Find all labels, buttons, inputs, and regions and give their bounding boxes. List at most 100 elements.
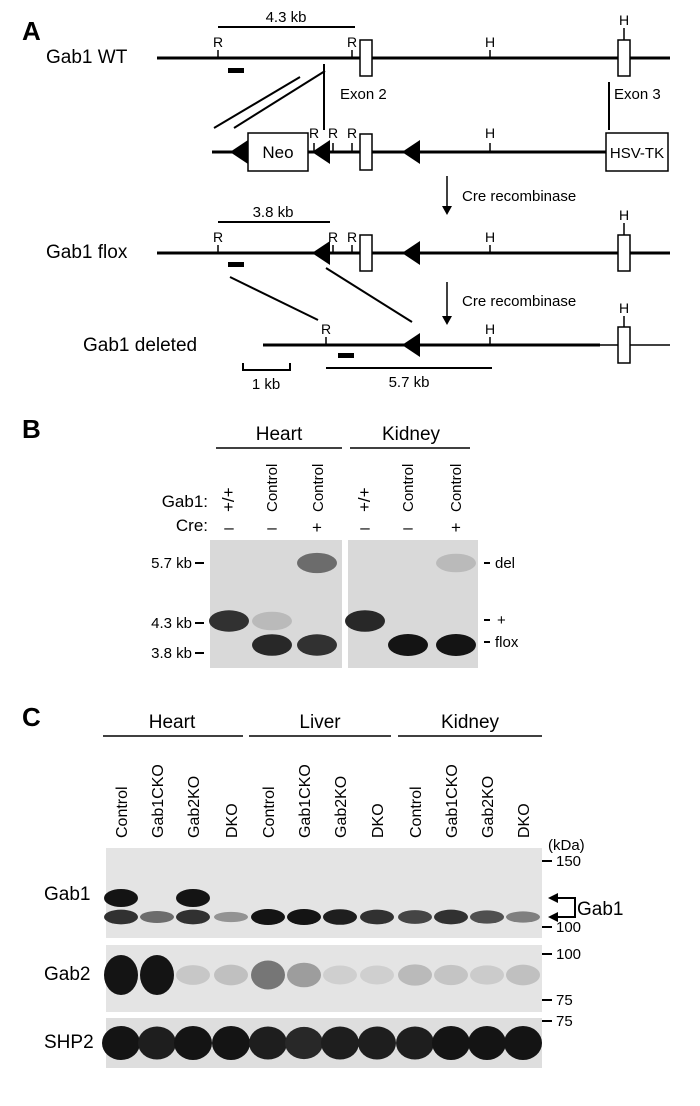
lane-label-4: DKO (224, 803, 241, 838)
marker-label-5-7kb: 5.7 kb (151, 555, 192, 572)
cre-arrow-2-head (442, 316, 452, 325)
marker-label-4-3kb: 4.3 kb (151, 615, 192, 632)
gab1-lower-band-lane-4 (214, 911, 248, 923)
lane-label-11: Gab2KO (480, 776, 497, 838)
southern-band-lane-2-4-3kb (252, 611, 292, 631)
deleted-site-r1-label: R (321, 321, 331, 337)
panel-c-letter: C (22, 702, 41, 732)
gab2-band-lane-8 (360, 965, 394, 985)
shp2-band-lane-8 (358, 1026, 396, 1060)
panel-c: C Heart Liver Kidney Control Gab1CKO Gab2K… (22, 702, 623, 1068)
lane-label-7: Gab2KO (333, 776, 350, 838)
lane-label-8: DKO (370, 803, 387, 838)
gab2-band-lane-3 (176, 965, 210, 985)
wt-probe-bar (228, 68, 244, 73)
genotype-label-6: Control (448, 464, 465, 512)
gab2-band-lane-12 (506, 964, 540, 986)
tissue-label-kidney: Kidney (382, 424, 441, 445)
shp2-band-lane-2 (138, 1026, 176, 1060)
wt-exon3-box (617, 39, 631, 77)
shp2-band-lane-9 (396, 1026, 434, 1060)
genotype-label-4: +/+ (355, 487, 374, 512)
cre-label-lane-3: + (312, 518, 322, 537)
southern-band-lane-6-3-8kb (436, 634, 476, 656)
wt-fragment-size: 4.3 kb (266, 9, 307, 26)
gab1-lower-band-lane-5 (251, 909, 285, 925)
cre-label-lane-4: – (360, 518, 370, 537)
panel-a-letter: A (22, 16, 41, 46)
marker-label-150: 150 (556, 853, 581, 870)
marker-label-75-gab2: 75 (556, 992, 573, 1009)
panel-b-letter: B (22, 414, 41, 444)
deleted-site-h2-label: H (619, 300, 629, 316)
shp2-band-lane-1 (102, 1026, 140, 1060)
vector-site-r3-label: R (347, 125, 357, 141)
flox-site-h1-label: H (485, 229, 495, 245)
wt-site-r2-label: R (347, 34, 357, 50)
lane-label-5: Control (261, 786, 278, 838)
tissue-label-heart-c: Heart (149, 712, 196, 733)
southern-band-lane-3-5-7kb (297, 552, 337, 574)
lane-label-12: DKO (516, 803, 533, 838)
lane-label-1: Control (114, 786, 131, 838)
southern-band-lane-3-3-8kb (297, 634, 337, 656)
deletion-line-1 (229, 276, 319, 321)
cre-label-lane-5: – (403, 518, 413, 537)
lane-label-9: Control (408, 786, 425, 838)
targeting-cross-line-1 (213, 76, 301, 129)
tissue-label-kidney-c: Kidney (441, 712, 500, 733)
marker-label-100-gab1: 100 (556, 919, 581, 936)
gab1-lower-band-lane-10 (434, 909, 468, 925)
shp2-band-lane-5 (249, 1026, 287, 1060)
shp2-band-lane-3 (174, 1026, 212, 1060)
gab2-band-lane-6 (287, 962, 321, 988)
band-label-wt: + (497, 612, 506, 629)
deleted-site-h1-label: H (485, 321, 495, 337)
southern-band-lane-4-4-3kb (345, 610, 385, 632)
hsvtk-label: HSV-TK (610, 145, 664, 162)
tissue-label-liver-c: Liver (299, 712, 341, 733)
wt-site-h2-label: H (619, 12, 629, 28)
blot-label-shp2: SHP2 (44, 1032, 94, 1053)
vector-exon2-box (359, 133, 373, 171)
lane-label-10: Gab1CKO (444, 764, 461, 838)
marker-label-100-gab2: 100 (556, 946, 581, 963)
wt-site-r1-label: R (213, 34, 223, 50)
shp2-band-lane-6 (285, 1026, 323, 1060)
vector-loxp-1 (230, 140, 248, 164)
flox-fragment-size: 3.8 kb (253, 204, 294, 221)
vector-site-r1-label: R (309, 125, 319, 141)
neo-box (247, 132, 309, 172)
blot-label-gab1: Gab1 (44, 884, 90, 905)
scale-bar (242, 363, 291, 371)
vector-loxp-3 (402, 140, 420, 164)
panel-b: B Heart Kidney Gab1: Cre: +/+ Control Co… (22, 414, 519, 668)
flox-loxp-1 (312, 241, 330, 265)
neo-label: Neo (262, 143, 293, 162)
row-label-deleted: Gab1 deleted (83, 335, 197, 356)
deletion-line-2 (325, 267, 413, 323)
vector-site-h1-label: H (485, 125, 495, 141)
western-bands (102, 889, 542, 1060)
shp2-band-lane-12 (504, 1026, 542, 1060)
deleted-loxp (402, 333, 420, 357)
gab1-arrow-label: Gab1 (577, 899, 623, 920)
gab1-lower-band-lane-2 (140, 910, 174, 924)
gab1-lower-band-lane-11 (470, 910, 504, 924)
gab1-upper-band-lane-3 (176, 889, 210, 907)
flox-site-r3-label: R (347, 229, 357, 245)
gab1-lower-band-lane-1 (104, 909, 138, 925)
gab2-band-lane-11 (470, 965, 504, 985)
tissue-label-heart: Heart (256, 424, 303, 445)
exon2-label: Exon 2 (340, 86, 387, 103)
cre-arrow-1-head (442, 206, 452, 215)
flox-loxp-2 (402, 241, 420, 265)
row-label-wt: Gab1 WT (46, 47, 128, 68)
flox-site-r1-label: R (213, 229, 223, 245)
vector-loxp-2 (312, 140, 330, 164)
scale-bar-label: 1 kb (252, 376, 280, 393)
gab1-lower-band-lane-8 (360, 909, 394, 925)
gab1-lower-band-lane-7 (323, 909, 357, 925)
gab1-arrow-upper (548, 893, 558, 903)
